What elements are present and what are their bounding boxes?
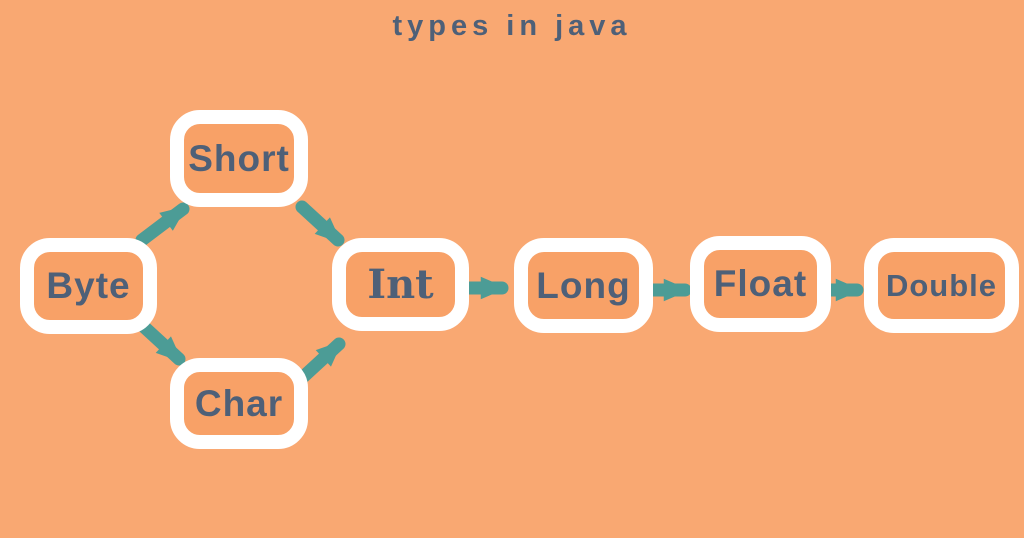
node-short-label: Short — [188, 137, 290, 179]
arrow-char-to-int — [295, 337, 346, 385]
node-float: Float — [690, 236, 831, 332]
node-byte-label: Byte — [46, 265, 131, 306]
node-float-label: Float — [713, 263, 808, 304]
node-int-label: Int — [367, 261, 434, 308]
node-byte: Byte — [20, 238, 157, 334]
node-double: Double — [864, 238, 1019, 333]
node-short: Short — [170, 110, 308, 207]
node-char: Char — [170, 358, 308, 449]
node-double-label: Double — [885, 267, 998, 303]
node-char-label: Char — [194, 382, 284, 424]
page-title: types in java — [392, 10, 632, 42]
arrow-byte-to-short — [135, 202, 190, 247]
arrow-short-to-int — [295, 200, 345, 247]
arrow-byte-to-char — [135, 318, 186, 366]
node-long-label: Long — [536, 264, 631, 306]
node-long: Long — [514, 238, 653, 333]
node-int: Int — [332, 238, 469, 331]
